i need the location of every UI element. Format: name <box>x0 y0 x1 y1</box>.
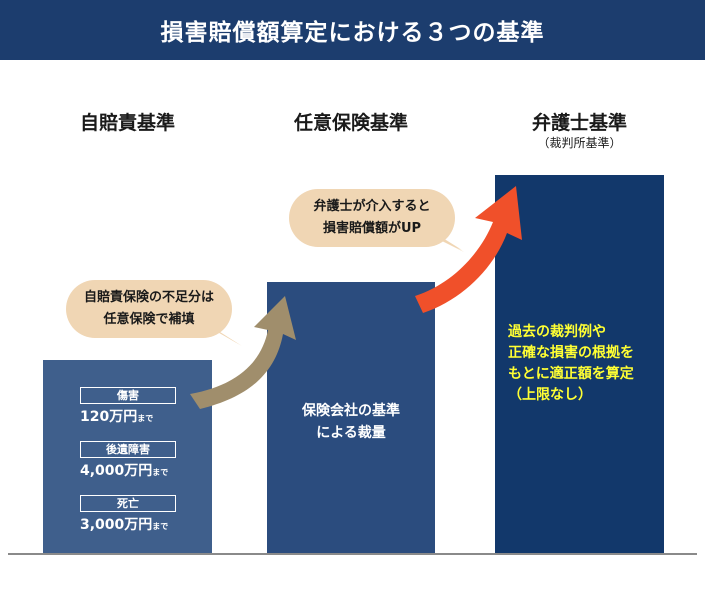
column-heading-bengoshi: 弁護士基準 <box>531 112 627 134</box>
baseline-divider <box>8 553 697 555</box>
bubble-bengoshi-text: 弁護士が介入すると 損害賠償額がUP <box>313 199 431 236</box>
bubble-jibaiseki-text: 自賠責保険の不足分は 任意保険で補填 <box>83 290 214 327</box>
amount-death: 3,000万円まで <box>80 517 169 533</box>
amount-aftereffect: 4,000万円まで <box>80 463 169 479</box>
tag-injury: 傷害 <box>80 387 176 404</box>
column-heading-nini: 任意保険基準 <box>293 112 408 134</box>
bar-nini-description: 保険会社の基準 による裁量 <box>302 403 400 441</box>
bar-bengoshi-description: 過去の裁判例や 正確な損害の根拠を もとに適正額を算定 （上限なし） <box>508 324 634 403</box>
bar-nini <box>267 282 435 554</box>
amount-injury: 120万円まで <box>80 409 154 425</box>
tag-death: 死亡 <box>80 495 176 512</box>
up-arrow-icon <box>190 296 296 409</box>
speech-bubble-jibaiseki <box>66 280 242 346</box>
up-arrow-icon <box>415 186 522 313</box>
column-heading-jibaiseki: 自賠責基準 <box>79 112 175 134</box>
tag-aftereffect: 後遺障害 <box>80 441 176 458</box>
speech-bubble-bengoshi <box>289 189 464 252</box>
bar-bengoshi <box>495 175 664 554</box>
column-subheading-bengoshi: （裁判所基準） <box>537 136 622 150</box>
page-title: 損害賠償額算定における３つの基準 <box>160 20 545 46</box>
header-banner: 損害賠償額算定における３つの基準 <box>0 0 705 60</box>
